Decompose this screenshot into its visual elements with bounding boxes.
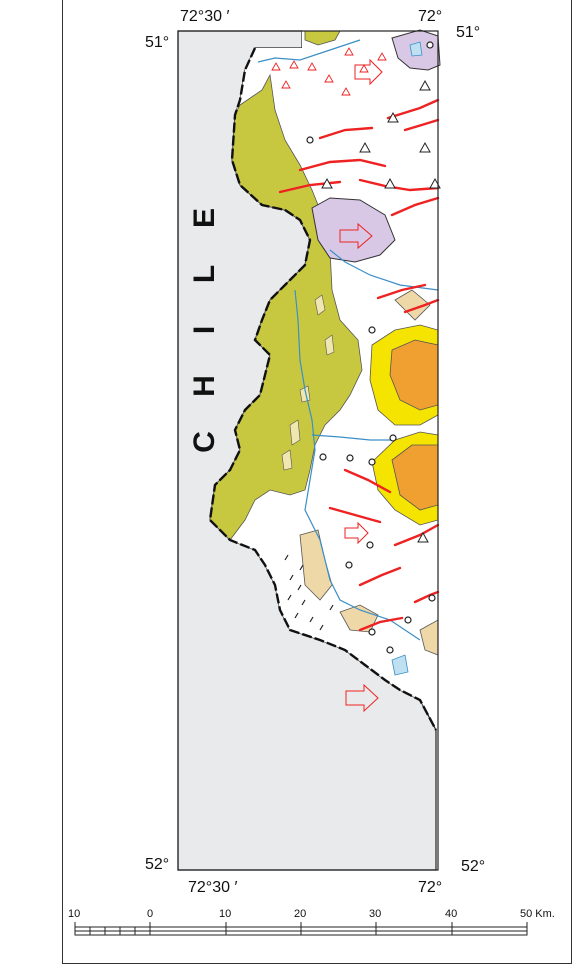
country-letter-2: L [188,264,221,284]
peak-symbols [321,79,441,543]
lake-a [391,654,409,676]
volcanic-symbols [271,47,387,96]
lon-top-right: 72° [418,8,443,25]
country-letter-1: E [188,208,221,229]
lon-bottom-left: 72°30 ′ [188,879,238,896]
fault-lines [278,98,440,632]
scale-label-0: 10 [68,908,81,920]
tan-unit-c [394,289,431,321]
small-circles [306,41,436,654]
lat-top-right: 51° [456,24,481,41]
lon-top-left: 72°30 ′ [180,8,230,25]
border-line [208,47,438,731]
lat-bottom-left: 52° [145,856,170,873]
scale-label-5: 40 [445,908,458,920]
country-letter-5: C [188,431,221,453]
lat-bottom-right: 52° [461,858,486,875]
scale-label-6: 50 Km. [520,908,555,920]
scale-label-4: 30 [369,908,382,920]
moraine-marks [284,554,334,631]
map-frame [62,0,572,964]
orange-unit-upper [389,339,439,411]
scale-bar [74,922,528,936]
ice-flow-arrows [339,58,383,713]
olive-outcrops [281,294,335,471]
lake-b [409,41,423,57]
map-border [177,30,439,871]
country-letter-3: I [188,325,221,335]
lat-top-left: 51° [145,34,170,51]
scale-label-1: 0 [147,908,154,920]
scale-label-2: 10 [219,908,232,920]
lon-bottom-right: 72° [418,879,443,896]
country-label: E L I H C [188,190,236,470]
country-letter-4: H [188,375,221,397]
scale-label-3: 20 [294,908,307,920]
